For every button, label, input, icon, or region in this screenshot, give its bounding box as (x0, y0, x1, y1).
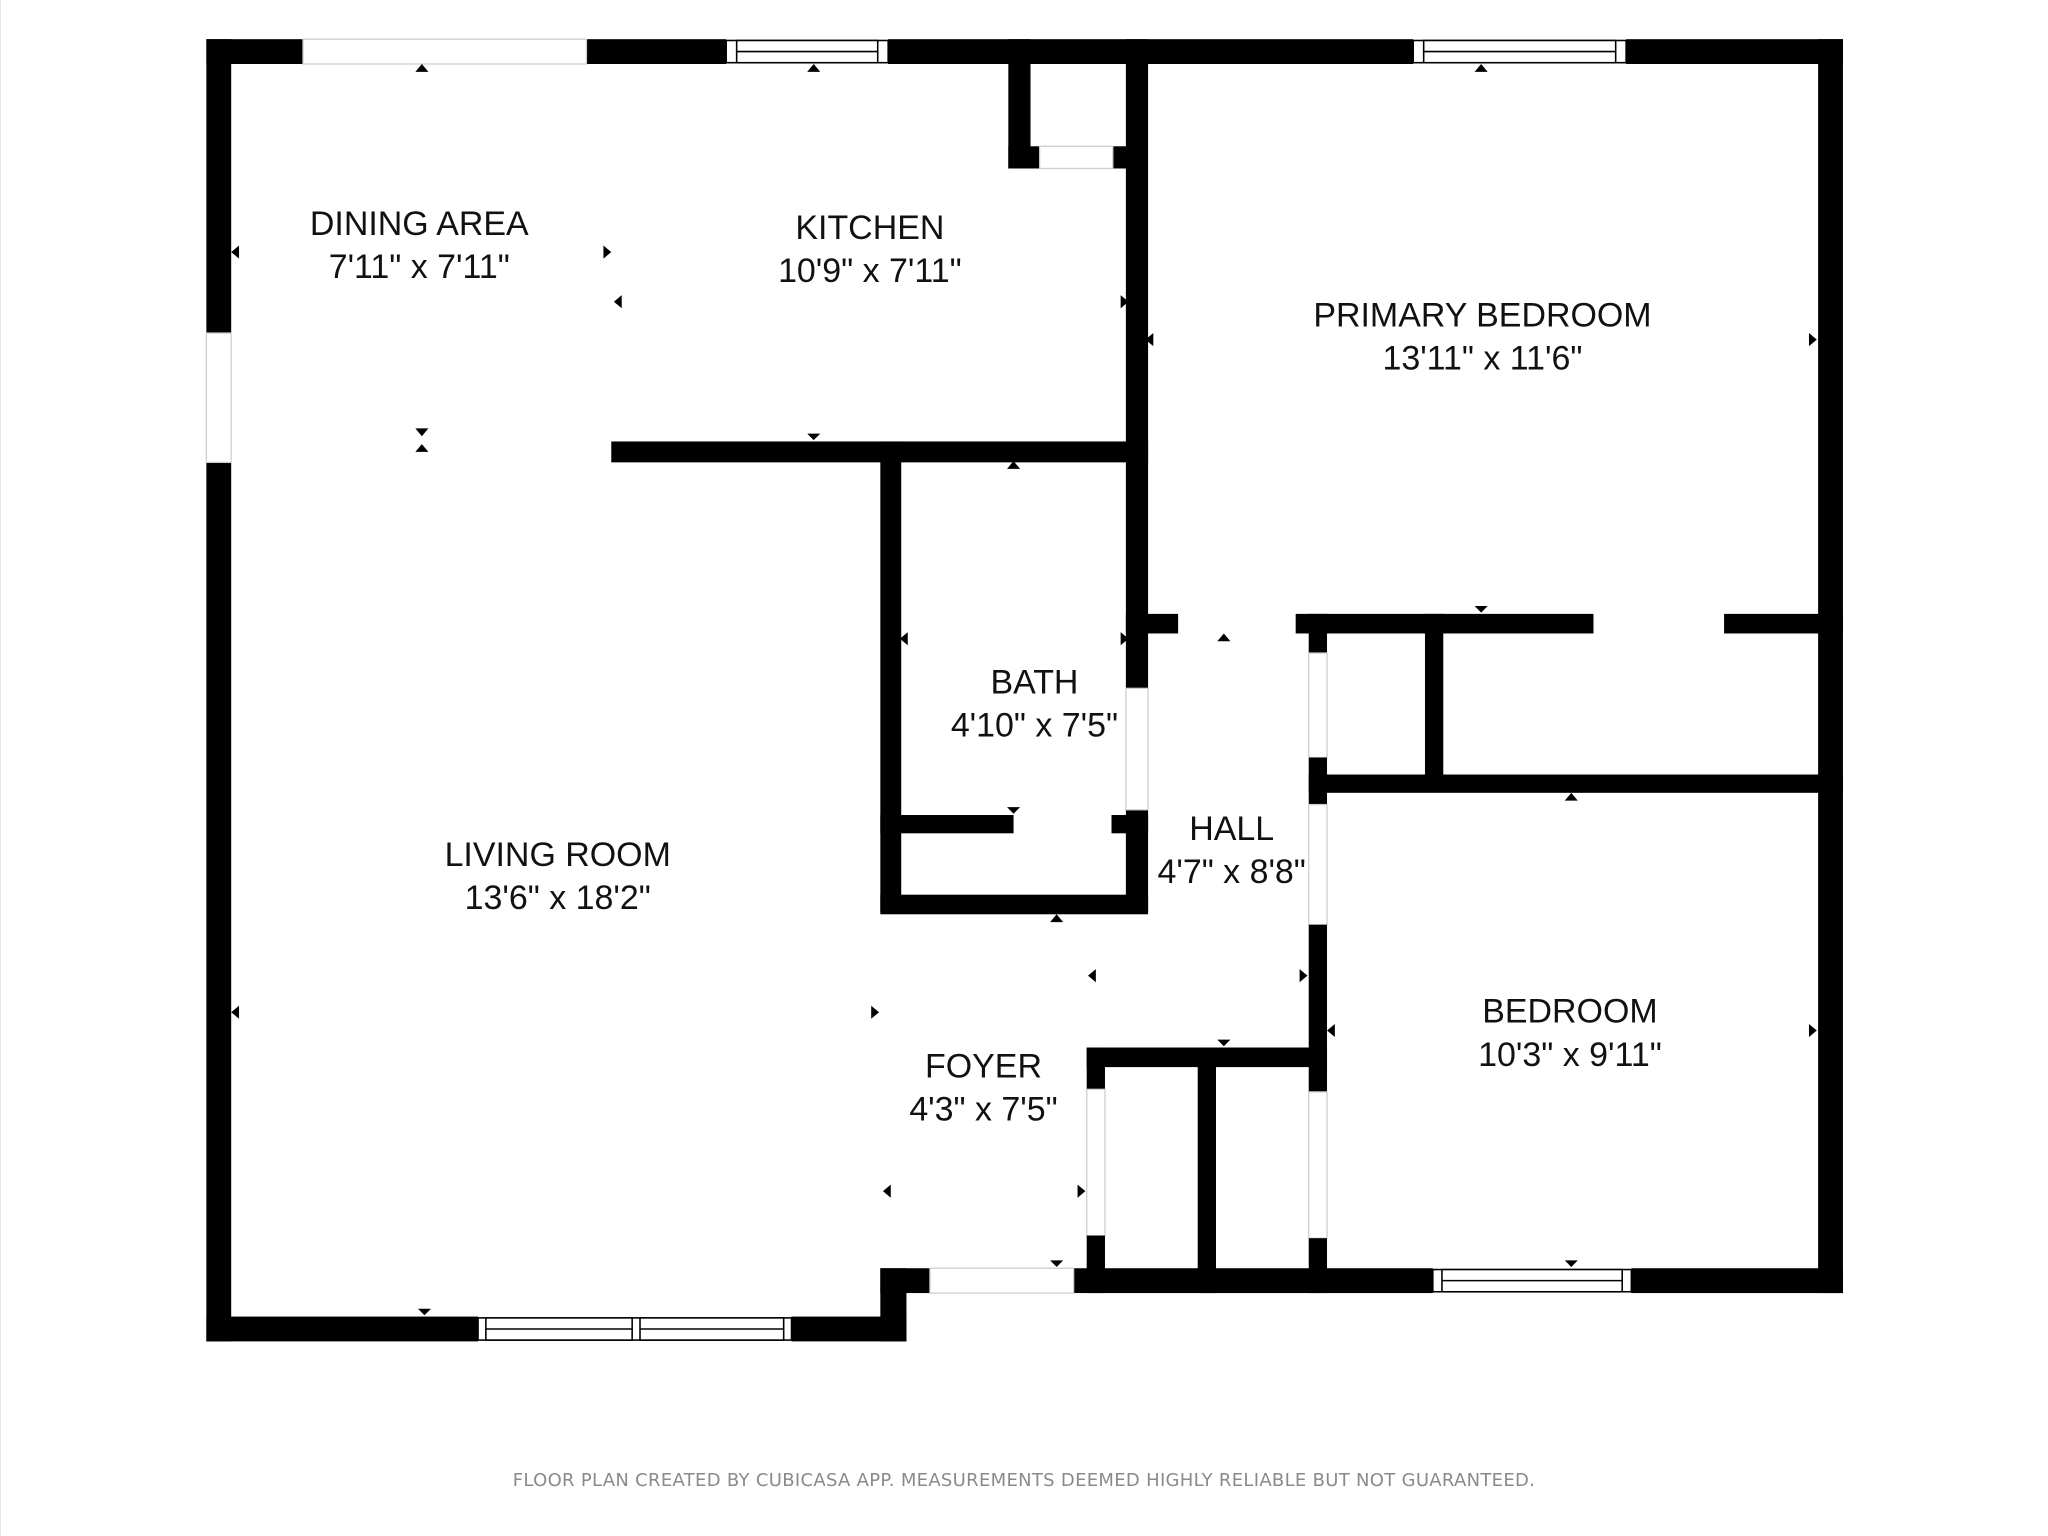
room-living-room: LIVING ROOM 13'6" x 18'2" (445, 836, 671, 917)
room-kitchen: KITCHEN 10'9" x 7'11" (778, 209, 962, 290)
room-dimensions: 4'3" x 7'5" (909, 1091, 1057, 1129)
room-foyer: FOYER 4'3" x 7'5" (909, 1048, 1057, 1129)
room-name: FOYER (925, 1048, 1042, 1086)
room-name: HALL (1189, 810, 1274, 848)
room-dimensions: 13'6" x 18'2" (465, 879, 651, 917)
disclaimer-footer: FLOOR PLAN CREATED BY CUBICASA APP. MEAS… (512, 1470, 1536, 1491)
room-dimensions: 4'10" x 7'5" (951, 707, 1118, 745)
window-bedroom (1432, 1268, 1633, 1293)
room-dining-area: DINING AREA 7'11" x 7'11" (310, 205, 529, 286)
room-bath: BATH 4'10" x 7'5" (951, 664, 1118, 745)
dining-top-opening (302, 38, 588, 65)
room-name: KITCHEN (795, 209, 944, 247)
room-name: BATH (990, 664, 1078, 702)
room-name: PRIMARY BEDROOM (1313, 297, 1651, 335)
window-primary-bedroom (1412, 39, 1627, 64)
window-living-room (477, 1317, 793, 1341)
room-dimensions: 13'11" x 11'6" (1382, 340, 1582, 378)
room-name: BEDROOM (1482, 993, 1657, 1031)
image-left-edge (0, 0, 1, 1536)
room-dimensions: 7'11" x 7'11" (329, 248, 510, 286)
room-dimensions: 10'9" x 7'11" (778, 252, 962, 290)
room-bedroom: BEDROOM 10'3" x 9'11" (1478, 993, 1662, 1074)
room-name: DINING AREA (310, 205, 529, 243)
room-dimensions: 10'3" x 9'11" (1478, 1036, 1662, 1074)
exterior-walls (206, 39, 1843, 1342)
room-dimensions: 4'7" x 8'8" (1157, 853, 1305, 891)
room-primary-bedroom: PRIMARY BEDROOM 13'11" x 11'6" (1313, 297, 1651, 378)
dimension-markers (231, 64, 1817, 1316)
room-hall: HALL 4'7" x 8'8" (1157, 810, 1305, 891)
interior-walls (611, 39, 1843, 1294)
room-name: LIVING ROOM (445, 836, 671, 874)
front-door-opening (929, 1267, 1075, 1294)
window-kitchen (725, 39, 889, 64)
dining-side-opening (205, 332, 232, 464)
